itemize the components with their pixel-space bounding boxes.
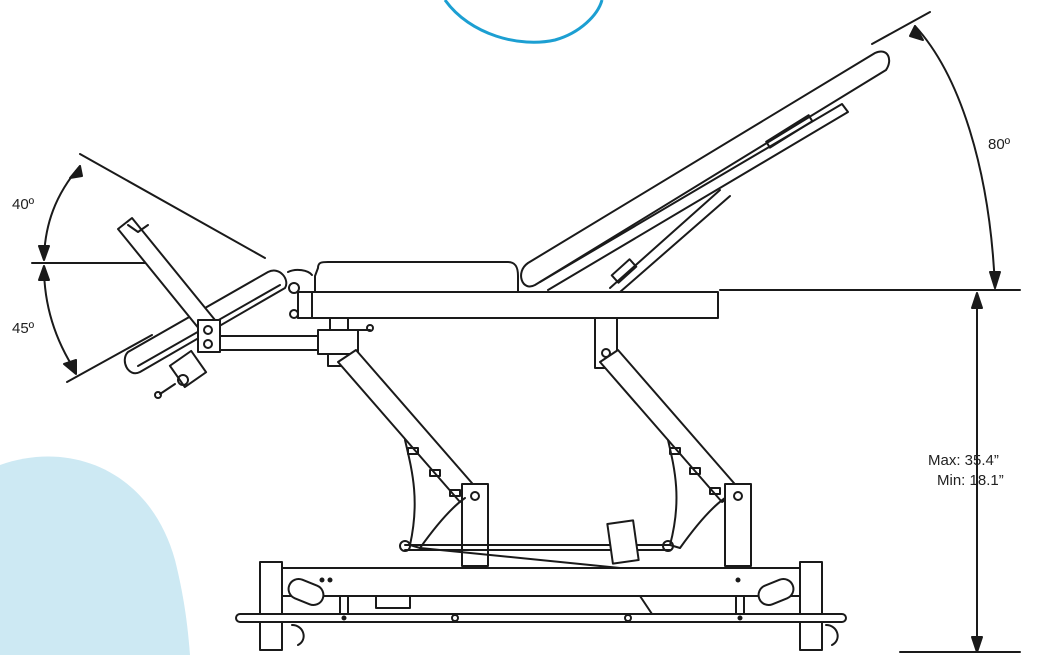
decor-blob [0,456,190,655]
dimension-lines [31,11,1021,653]
decor-circle-arc [443,0,604,44]
base-frame [235,561,847,651]
angle-label-leg-up: 40º [12,196,35,213]
angle-label-head: 80º [988,136,1011,153]
angle-label-leg-down: 45º [12,320,35,337]
height-min-label: Min: 18.1” [937,472,1004,489]
lift-arm-left [337,349,489,567]
height-max-label: Max: 35.4” [928,452,999,469]
linkage [219,317,374,367]
backrest [520,50,891,293]
seat [297,261,719,319]
leg-rest [117,217,313,399]
cross-linkage [399,519,674,569]
